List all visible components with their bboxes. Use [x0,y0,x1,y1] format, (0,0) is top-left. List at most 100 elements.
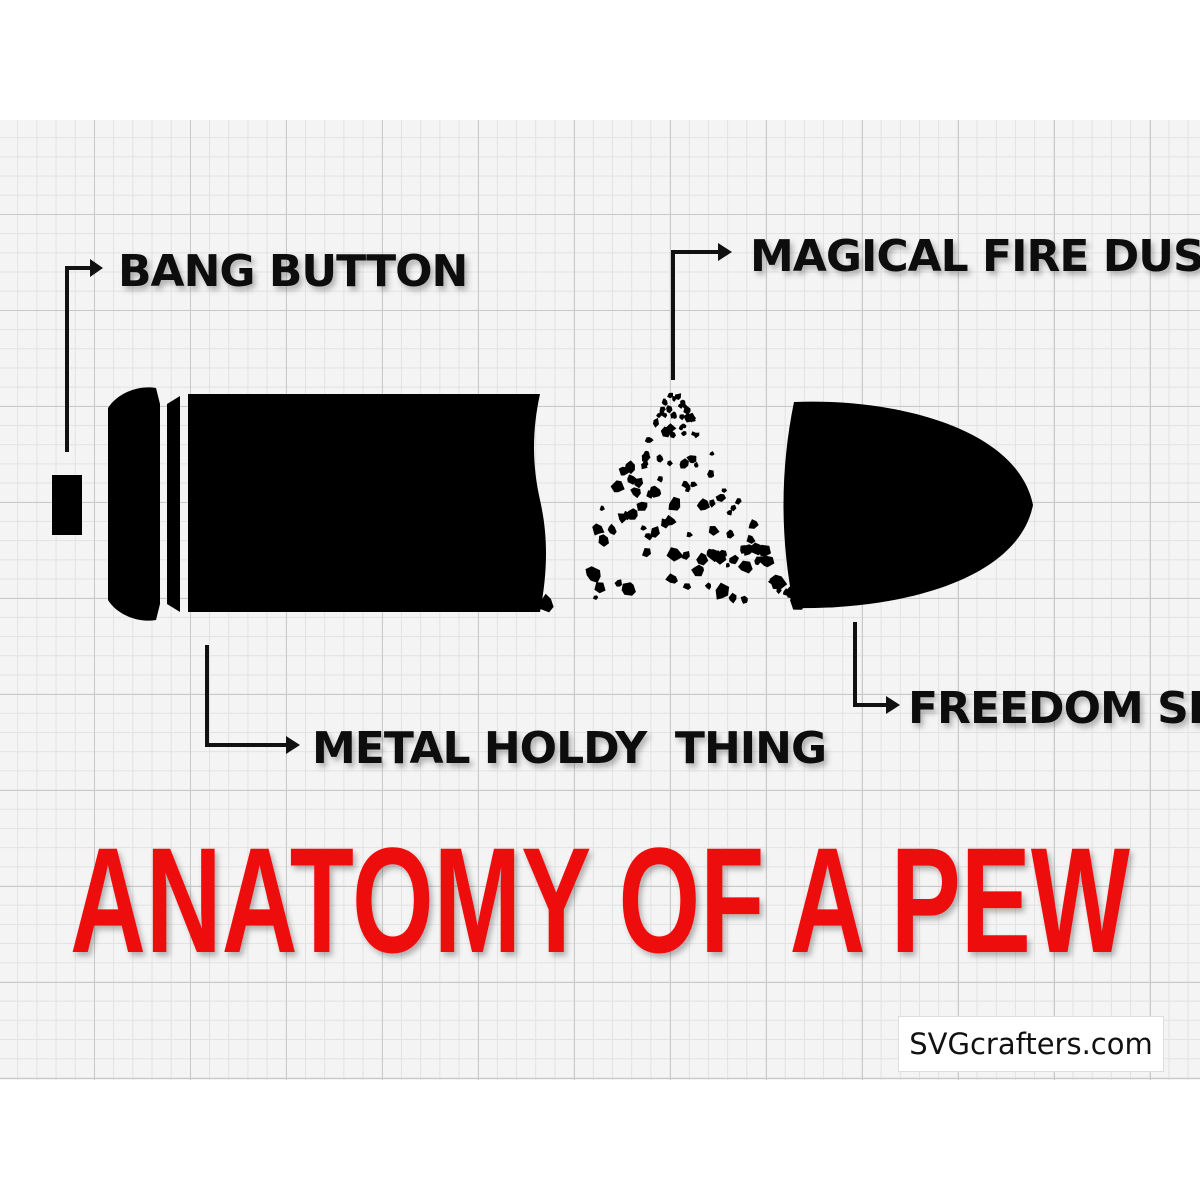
powder-particle [669,430,676,439]
powder-particle [652,417,659,428]
powder-particle [746,534,756,544]
powder-particle [687,412,697,421]
powder-particle [707,469,715,478]
powder-particle [740,595,748,604]
powder-particle [667,460,673,467]
powder-particle [636,501,648,511]
powder-particle [656,454,664,463]
powder-particle [680,430,687,436]
powder-particle [691,564,704,577]
powder-particle [614,579,622,587]
powder-particle [726,510,733,516]
powder-particle [730,504,737,512]
fire-dust-callout-arrow [671,243,732,380]
powder-particle [644,533,653,541]
powder-particle [682,403,688,409]
powder-particle [610,480,625,493]
powder-particle [686,531,693,538]
powder-particle [667,392,673,399]
powder-particle [643,450,650,457]
powder-particle [691,431,697,436]
bang-button-callout-arrow [65,259,103,452]
powder-particle [668,496,681,511]
powder-particle [715,582,730,600]
powder-particle [592,595,599,600]
powder-particle [726,529,735,539]
powder-particle [656,413,662,418]
powder-particle [662,413,668,419]
powder-particle [672,396,677,402]
powder-particle [696,552,709,566]
powder-particle [709,499,716,508]
main-title: ANATOMY OF A PEW [70,816,1130,984]
powder-particle [749,542,763,556]
powder-particle [665,423,677,432]
primer-shape [52,475,82,535]
graph-paper-background [0,120,1200,1080]
powder-particles [539,392,806,613]
powder-particle [624,460,635,475]
powder-particle [734,498,742,505]
powder-particle [674,393,682,400]
powder-particle [646,490,654,499]
powder-particle [642,548,651,558]
powder-particle [754,556,761,566]
powder-particle [665,573,678,584]
powder-particle [690,481,698,488]
powder-particle [706,548,715,557]
powder-particle [607,523,617,536]
powder-particle [759,555,775,568]
powder-particle [721,488,728,493]
casing-callout-arrow [205,645,300,754]
bang-button-label: BANG BUTTON [118,246,467,297]
powder-particle [594,582,606,594]
magical-fire-dust-label: MAGICAL FIRE DUST [750,231,1200,282]
powder-particle [729,554,739,565]
powder-particle [726,562,730,568]
powder-particle [694,461,699,468]
powder-particle [673,414,677,419]
powder-particle [656,476,663,483]
powder-particle [585,566,601,583]
powder-particle [627,474,639,485]
powder-particle [630,487,641,499]
powder-particle [782,588,790,597]
powder-particle [712,551,727,565]
powder-particle [662,398,667,403]
powder-particle [681,551,690,560]
powder-particle [677,403,684,409]
powder-particle [769,574,788,590]
powder-particle [696,498,710,511]
casing-groove-shape [167,396,180,612]
freedom-seed-callout-arrow [853,622,900,714]
powder-particle [617,513,627,524]
powder-particle [679,414,686,421]
powder-particle [685,485,691,493]
powder-particle [662,514,677,526]
powder-particle [666,405,673,414]
powder-particle [625,508,638,520]
powder-particle [715,493,727,502]
powder-particle [539,593,554,613]
powder-particle [748,519,759,529]
powder-particle [666,547,684,562]
powder-particle [659,406,666,413]
powder-particle [644,437,654,443]
casing-body-shape [188,394,546,612]
powder-particle [621,582,636,596]
powder-particle [599,505,605,511]
powder-particle [709,451,715,456]
bullet-head-shape [783,401,1033,609]
powder-particle [682,583,692,590]
freedom-seed-label: FREEDOM SEED [908,683,1200,734]
powder-particle [728,592,737,604]
powder-particle [704,582,712,590]
powder-particle [598,534,609,547]
powder-particle [708,526,720,536]
powder-particle [642,460,649,468]
metal-holdy-thing-label: METAL HOLDY THING [312,723,826,774]
casing-rim-shape [108,387,160,621]
powder-particle [650,526,660,538]
